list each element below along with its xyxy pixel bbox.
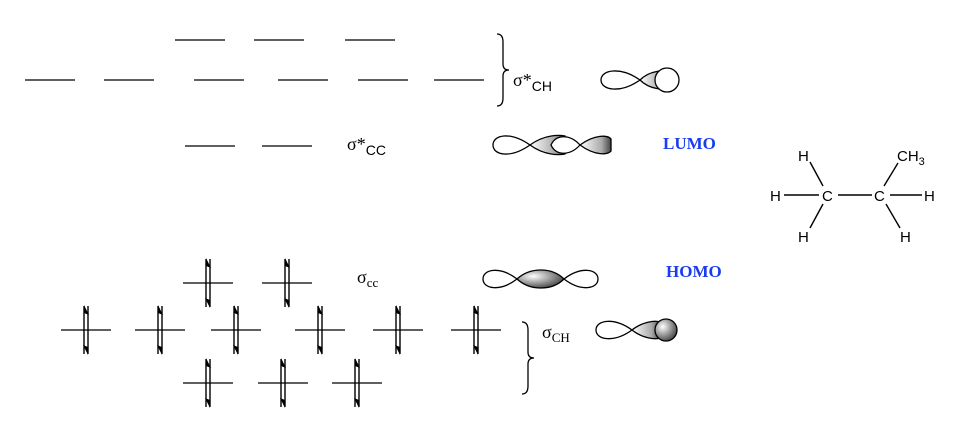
- homo-orbital: [482, 269, 599, 289]
- homo-label: HOMO: [666, 262, 722, 281]
- sigma-ch-level-filled: [61, 305, 111, 355]
- atom-h: H: [770, 188, 781, 205]
- sigma-ch-orbital: [595, 318, 678, 342]
- sigma-ch-label: σCH: [542, 322, 570, 345]
- sigma-star-ch-orbital: [600, 67, 680, 93]
- spin-down-arrow: [157, 306, 163, 355]
- sigma-cc-label: σcc: [357, 267, 378, 290]
- lumo-orbital: [492, 134, 612, 156]
- spin-down-arrow: [317, 306, 323, 355]
- atom-c2: C: [874, 188, 885, 205]
- sigma-ch-brace: [521, 321, 535, 395]
- sigma-ch-level-filled: [135, 305, 185, 355]
- spin-down-arrow: [205, 359, 211, 408]
- atom-ch3: CH3: [897, 148, 925, 168]
- spin-down-arrow: [83, 306, 89, 355]
- level-braces: [496, 33, 535, 395]
- sigma-star-ch-brace: [496, 33, 510, 107]
- sigma-ch-level-filled: [258, 358, 308, 408]
- spin-down-arrow: [354, 359, 360, 408]
- atom-h: H: [900, 229, 911, 246]
- spin-down-arrow: [284, 259, 290, 308]
- spin-down-arrow: [395, 306, 401, 355]
- sigma-ch-level-filled: [183, 358, 233, 408]
- energy-levels: [25, 39, 501, 408]
- atom-h: H: [798, 148, 809, 165]
- sigma-cc-level-filled: [183, 258, 233, 308]
- sigma-star-cc-label: σ*CC: [347, 134, 386, 158]
- sigma-cc-level-filled: [262, 258, 312, 308]
- sigma-star-ch-label: σ*CH: [513, 70, 552, 94]
- propane-structure: C C H H H H H CH3: [770, 148, 935, 246]
- lumo-label: LUMO: [663, 134, 716, 153]
- atom-c1: C: [822, 188, 833, 205]
- spin-down-arrow: [233, 306, 239, 355]
- spin-down-arrow: [280, 359, 286, 408]
- sigma-ch-level-filled: [451, 305, 501, 355]
- sigma-ch-level-filled: [373, 305, 423, 355]
- sigma-ch-level-filled: [211, 305, 261, 355]
- atom-h: H: [924, 188, 935, 205]
- atom-h: H: [798, 229, 809, 246]
- sigma-ch-level-filled: [295, 305, 345, 355]
- sigma-ch-level-filled: [332, 358, 382, 408]
- spin-down-arrow: [473, 306, 479, 355]
- spin-down-arrow: [205, 259, 211, 308]
